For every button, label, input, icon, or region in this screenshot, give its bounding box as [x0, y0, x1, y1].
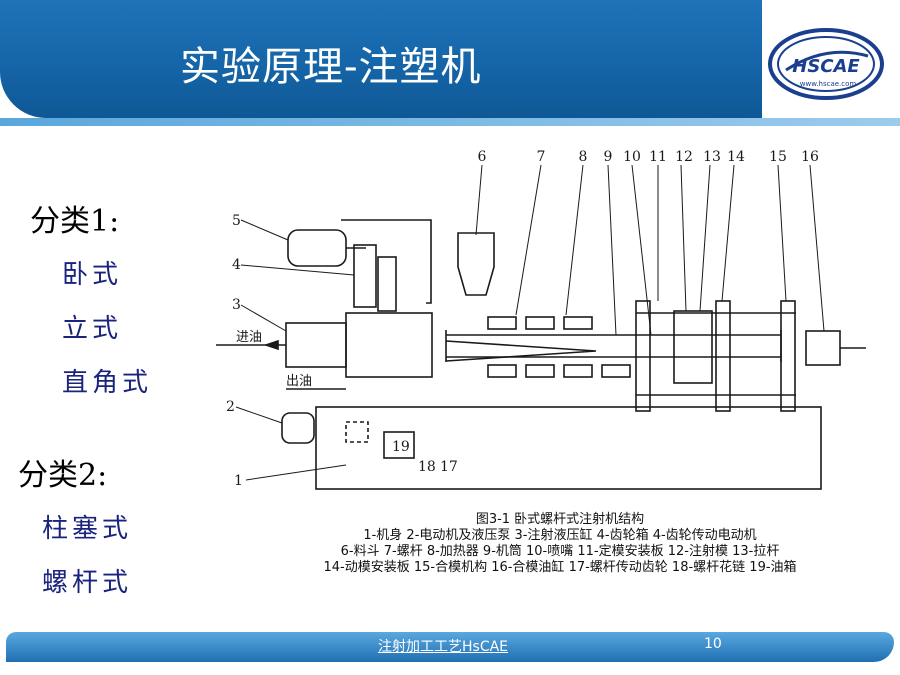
callout-14: 14 — [727, 149, 745, 165]
callout-18: 18 — [418, 459, 436, 475]
gear-a — [353, 244, 377, 308]
type-horizontal: 卧式 — [62, 260, 123, 290]
callout-11: 11 — [649, 149, 667, 165]
mold — [673, 310, 713, 384]
gearbox-cover — [341, 219, 432, 304]
callout-2: 2 — [226, 399, 235, 415]
title-banner — [0, 0, 762, 118]
hopper — [457, 232, 495, 296]
gear-b — [377, 256, 397, 312]
oil-outlet-label: 出油 — [286, 374, 312, 389]
caption-line-1: 1-机身 2-电动机及液压泵 3-注射液压缸 4-齿轮箱 4-齿轮传动电动机 — [363, 528, 757, 543]
callout-6: 6 — [478, 149, 487, 165]
logo-text: HSCAE — [792, 56, 860, 77]
logo-url: www.hscae.com — [800, 80, 857, 88]
figure-caption: 图3-1 卧式螺杆式注射机结构 1-机身 2-电动机及液压泵 3-注射液压缸 4… — [280, 512, 840, 576]
callout-3: 3 — [232, 297, 241, 313]
cylinder-body — [345, 312, 433, 378]
callout-10: 10 — [623, 149, 641, 165]
slide-title: 实验原理-注塑机 — [180, 44, 482, 90]
callout-1: 1 — [234, 473, 243, 489]
heater-4 — [487, 364, 517, 378]
moving-platen — [715, 300, 731, 412]
bed-window — [345, 421, 369, 443]
type-screw: 螺杆式 — [42, 568, 133, 598]
title-underline — [0, 118, 900, 126]
fixed-platen — [635, 300, 651, 412]
oil-inlet-arrow — [263, 339, 279, 351]
heater-3 — [563, 316, 593, 330]
footer-bar — [6, 632, 894, 662]
type-plunger: 柱塞式 — [42, 514, 133, 544]
heater-7 — [601, 364, 631, 378]
callout-16: 16 — [801, 149, 819, 165]
caption-line-2: 6-料斗 7-螺杆 8-加热器 9-机筒 10-喷嘴 11-定模安装板 12-注… — [340, 544, 780, 559]
callout-13: 13 — [703, 149, 721, 165]
callout-19: 19 — [392, 439, 410, 455]
heater-2 — [525, 316, 555, 330]
callout-7: 7 — [537, 149, 546, 165]
oil-inlet-label: 进油 — [236, 330, 262, 345]
drive-motor — [287, 229, 347, 267]
screw-flight — [445, 340, 597, 362]
heater-6 — [563, 364, 593, 378]
pump-motor — [281, 412, 315, 444]
caption-title: 图3-1 卧式螺杆式注射机结构 — [475, 512, 645, 527]
injection-machine-diagram: 6 7 8 9 10 11 12 13 14 15 16 5 4 3 2 1 1… — [216, 149, 866, 490]
machine-bed — [315, 406, 822, 490]
clamp-cylinder — [805, 330, 841, 366]
caption-line-3: 14-动模安装板 15-合模机构 16-合模油缸 17-螺杆传动齿轮 18-螺杆… — [323, 560, 797, 575]
page-number: 10 — [704, 636, 722, 652]
callout-15: 15 — [769, 149, 787, 165]
callout-12: 12 — [675, 149, 693, 165]
callout-9: 9 — [604, 149, 613, 165]
heater-5 — [525, 364, 555, 378]
rear-platen — [780, 300, 796, 412]
callout-17: 17 — [440, 459, 458, 475]
type-angle: 直角式 — [62, 368, 153, 398]
callout-5: 5 — [232, 213, 241, 229]
hscae-logo: HSCAE www.hscae.com — [768, 28, 884, 100]
oil-tank — [383, 431, 415, 459]
classification-1-heading: 分类1: — [30, 204, 120, 239]
injection-cylinder — [285, 322, 347, 368]
type-vertical: 立式 — [62, 314, 123, 344]
footer-link[interactable]: 注射加工工艺HsCAE — [378, 639, 509, 655]
callout-4: 4 — [232, 257, 241, 273]
tie-bars — [636, 312, 796, 396]
heater-1 — [487, 316, 517, 330]
callout-8: 8 — [579, 149, 588, 165]
classification-2-heading: 分类2: — [18, 458, 108, 493]
